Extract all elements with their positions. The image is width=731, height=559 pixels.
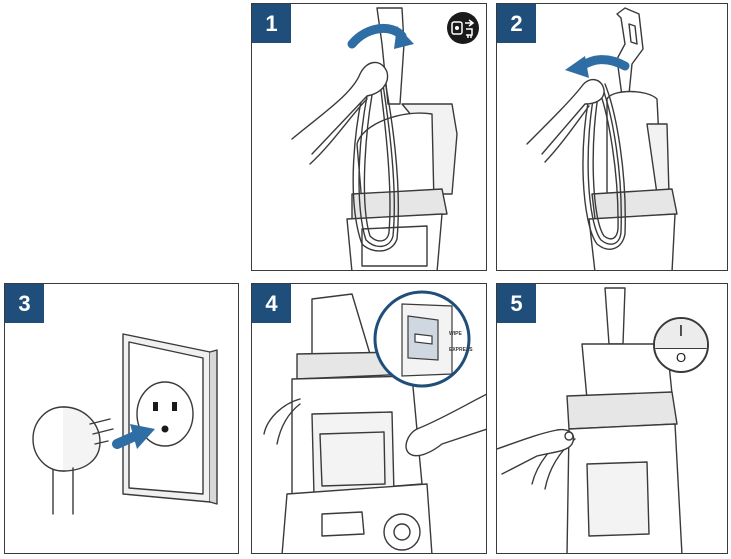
step-3-illustration <box>32 333 218 515</box>
step-number-badge: 5 <box>497 284 536 323</box>
step-number-badge: 1 <box>252 4 291 43</box>
step-4-illustration <box>263 290 486 553</box>
step-1-panel: 1 <box>251 3 487 271</box>
step-2-illustration <box>526 7 678 270</box>
callout-label-express: EXPRESS <box>449 347 473 353</box>
unplug-icon <box>446 11 480 45</box>
step-3-panel: 3 <box>4 283 239 554</box>
power-on-symbol: I <box>678 323 684 340</box>
power-on-off-icon: I O <box>653 317 709 373</box>
step-1-illustration <box>291 7 458 270</box>
step-number-badge: 4 <box>252 284 291 323</box>
step-5-panel: 5 I O <box>496 283 728 554</box>
callout-label-wipe: WIPE <box>449 331 462 337</box>
step-5-illustration <box>497 287 683 553</box>
step-number-badge: 3 <box>5 284 44 323</box>
step-4-panel: 4 WIPE EXPRESS <box>251 283 487 554</box>
step-2-panel: 2 <box>496 3 728 271</box>
step-number-badge: 2 <box>497 4 536 43</box>
power-off-symbol: O <box>675 350 687 365</box>
